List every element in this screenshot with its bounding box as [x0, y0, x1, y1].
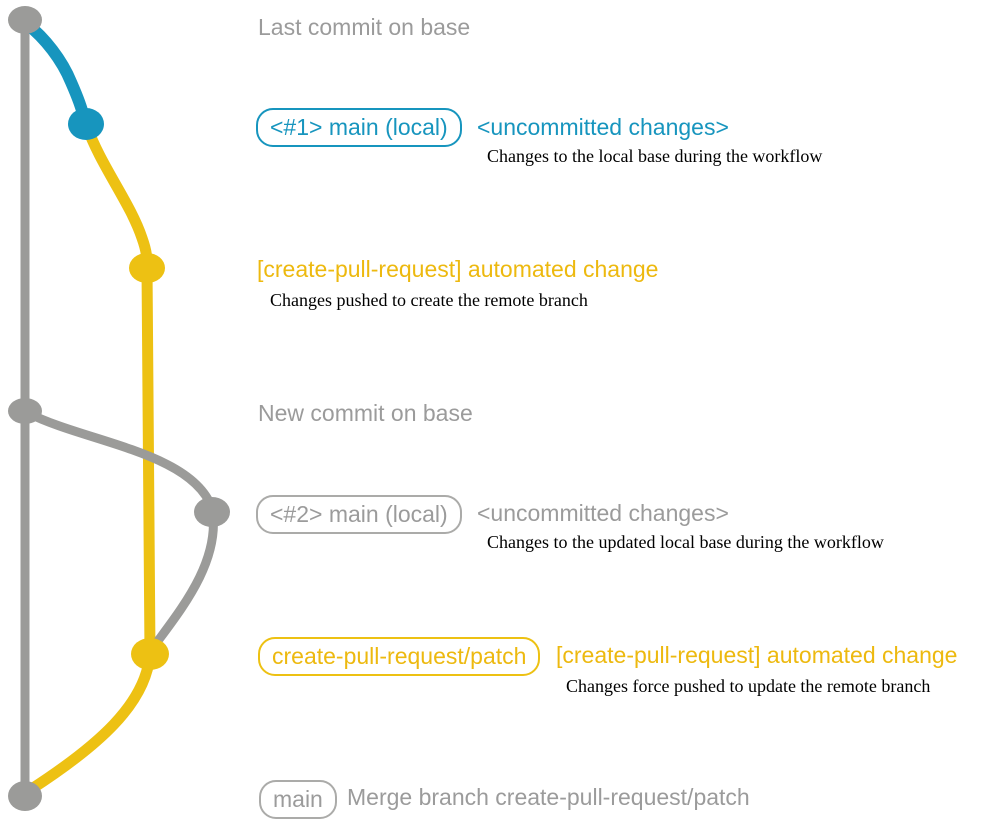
- branch-badge-create-pull-request-patch: create-pull-request/patch: [258, 637, 541, 676]
- commit-node-automated-1: [129, 253, 165, 283]
- annotation-last-commit-on-base: Last commit on base: [258, 14, 471, 40]
- description-uncommitted-changes-1: Changes to the local base during the wor…: [487, 146, 823, 166]
- commit-message-automated-change-1: [create-pull-request] automated change: [257, 256, 659, 282]
- status-uncommitted-changes-1: <uncommitted changes>: [477, 114, 729, 140]
- description-automated-change-2: Changes force pushed to update the remot…: [566, 676, 931, 696]
- branch-badge-main-local-2: <#2> main (local): [256, 495, 462, 534]
- commit-message-automated-change-2: [create-pull-request] automated change: [556, 642, 958, 668]
- commit-graph: [8, 6, 230, 811]
- commit-node-merge: [8, 781, 42, 811]
- commit-node-new-base: [8, 398, 42, 424]
- patch-branch-line: [24, 118, 156, 796]
- commit-node-uncommitted-2: [194, 497, 230, 527]
- branch-badge-main-local-1: <#1> main (local): [256, 108, 462, 147]
- description-automated-change-1: Changes pushed to create the remote bran…: [270, 290, 588, 310]
- status-uncommitted-changes-2: <uncommitted changes>: [477, 500, 729, 526]
- uncommitted-branch-line-2: [23, 408, 218, 654]
- description-uncommitted-changes-2: Changes to the updated local base during…: [487, 532, 884, 552]
- annotation-new-commit-on-base: New commit on base: [258, 400, 473, 426]
- commit-node-last-base: [8, 6, 42, 34]
- commit-node-uncommitted-1: [68, 108, 104, 140]
- commit-node-automated-2: [131, 638, 169, 670]
- uncommitted-branch-line-1: [21, 18, 92, 130]
- commit-message-merge: Merge branch create-pull-request/patch: [347, 784, 750, 810]
- branch-badge-main: main: [259, 780, 337, 819]
